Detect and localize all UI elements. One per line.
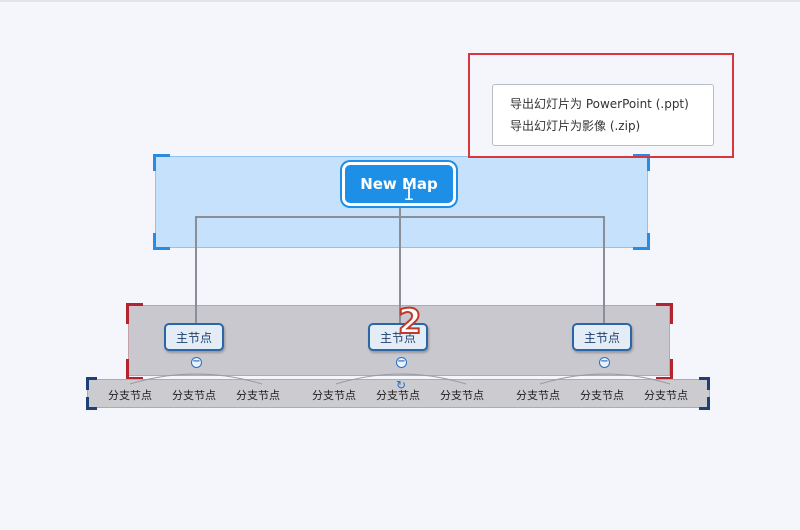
export-menu: 导出幻灯片为 PowerPoint (.ppt) 导出幻灯片为影像 (.zip): [492, 84, 714, 146]
slide-2-resize-handle-tr[interactable]: [656, 303, 673, 324]
branch-curve-1: [129, 373, 263, 385]
main-topic[interactable]: 主节点: [368, 323, 428, 351]
branch-topic[interactable]: 分支节点: [516, 389, 560, 402]
branch-topic[interactable]: 分支节点: [376, 389, 420, 402]
main-topic[interactable]: 主节点: [164, 323, 224, 351]
top-border: [0, 0, 800, 2]
slide-1-resize-handle-br[interactable]: [633, 233, 650, 250]
slide-3-resize-handle-br[interactable]: [699, 397, 710, 410]
export-ppt-menu-item[interactable]: 导出幻灯片为 PowerPoint (.ppt): [510, 97, 689, 111]
slide-2-resize-handle-br[interactable]: [656, 359, 673, 380]
branch-topic[interactable]: 分支节点: [440, 389, 484, 402]
minus-circle-icon[interactable]: −: [191, 356, 202, 368]
slide-number-2: 2: [397, 301, 423, 343]
central-topic[interactable]: New Map: [342, 162, 456, 206]
branch-topic[interactable]: 分支节点: [312, 389, 356, 402]
branch-topic[interactable]: 分支节点: [172, 389, 216, 402]
main-topic-label: 主节点: [175, 330, 212, 345]
branch-topic[interactable]: 分支节点: [108, 389, 152, 402]
slide-1-resize-handle-tl[interactable]: [153, 154, 170, 171]
rotate-handle-icon[interactable]: ↻: [396, 378, 407, 392]
slide-1-resize-handle-bl[interactable]: [153, 233, 170, 250]
branch-curve-3: [539, 373, 671, 385]
slide-1-resize-handle-tr[interactable]: [633, 154, 650, 171]
slide-2-resize-handle-bl[interactable]: [126, 359, 143, 380]
branch-topic[interactable]: 分支节点: [644, 389, 688, 402]
branch-topic[interactable]: 分支节点: [580, 389, 624, 402]
export-image-menu-item[interactable]: 导出幻灯片为影像 (.zip): [510, 119, 641, 133]
main-topic[interactable]: 主节点: [572, 323, 632, 351]
branch-curve-2: [335, 373, 467, 385]
slide-3-resize-handle-bl[interactable]: [86, 397, 97, 410]
highlight-box: [468, 53, 734, 158]
main-topic-label: 主节点: [583, 330, 620, 345]
minus-circle-icon[interactable]: −: [599, 356, 610, 368]
slide-3-resize-handle-tr[interactable]: [699, 377, 710, 390]
slide-2-resize-handle-tl[interactable]: [126, 303, 143, 324]
slide-frame-3[interactable]: [87, 379, 710, 408]
central-topic-label: New Map: [360, 175, 438, 193]
main-topic-label: 主节点: [379, 330, 416, 345]
slide-number-1: 1: [403, 184, 415, 205]
branch-topic[interactable]: 分支节点: [236, 389, 280, 402]
minus-circle-icon[interactable]: −: [396, 356, 407, 368]
connector-main: [195, 216, 605, 323]
slide-3-resize-handle-tl[interactable]: [86, 377, 97, 390]
